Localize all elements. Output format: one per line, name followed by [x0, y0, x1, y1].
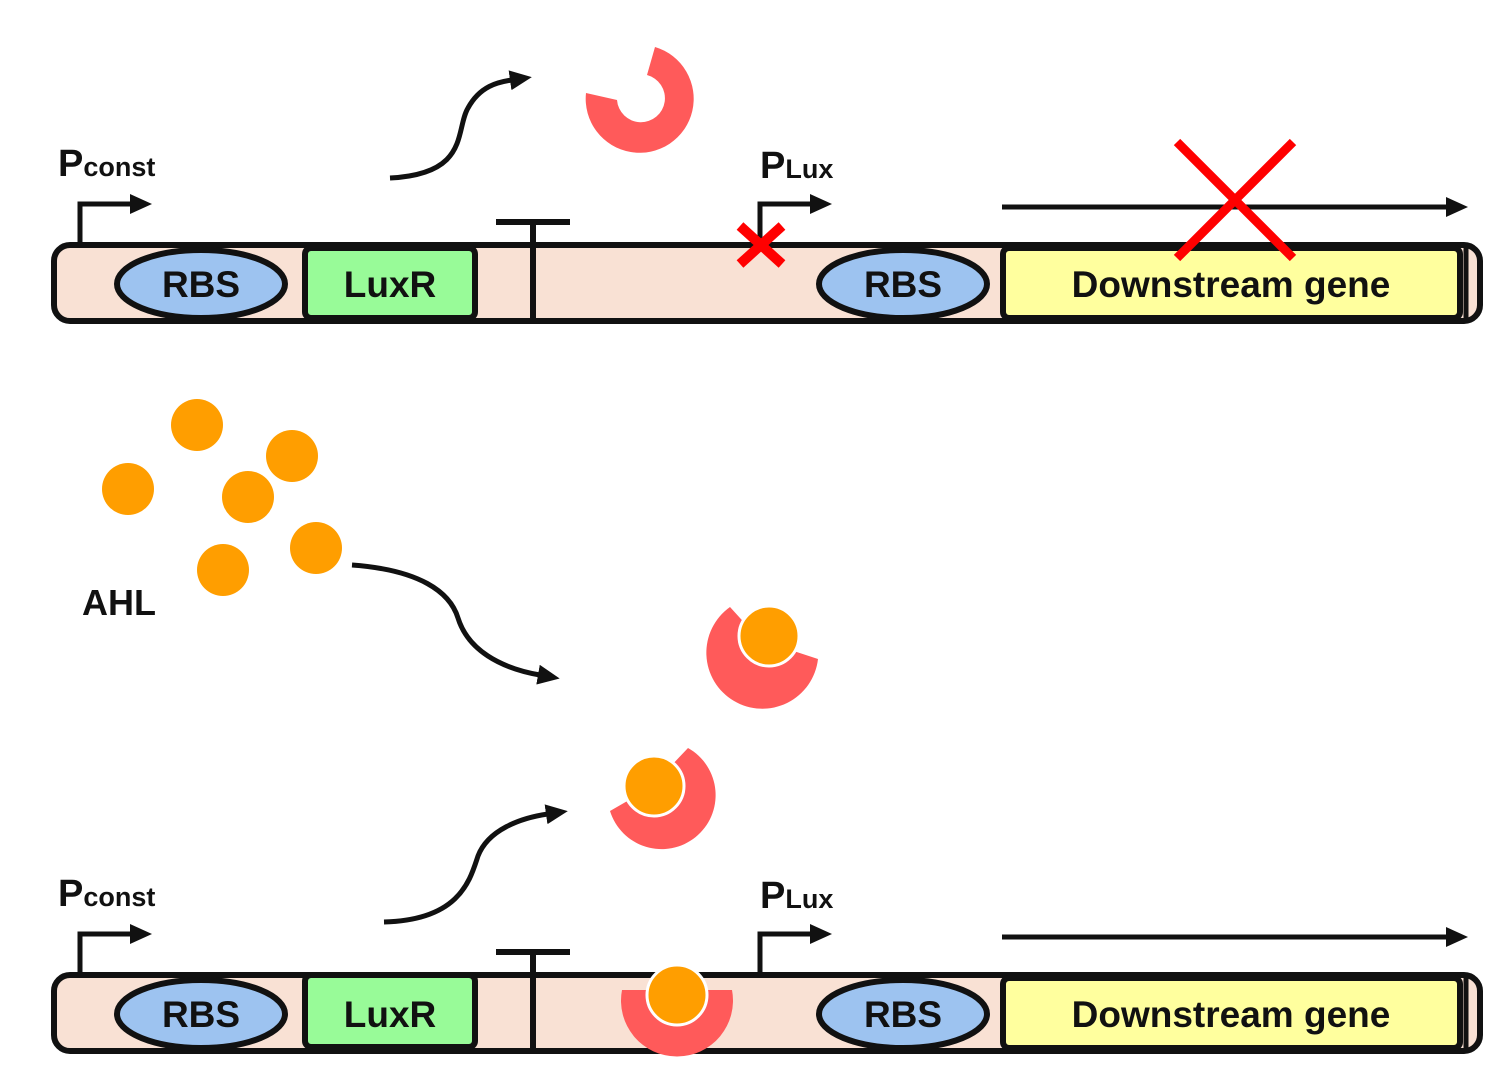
top-rbs-2-label: RBS [864, 264, 942, 305]
top-luxr-protein-icon [585, 47, 694, 153]
bottom-rbs-2-label: RBS [864, 994, 942, 1035]
top-terminator-icon [496, 219, 570, 318]
bottom-luxr-label: LuxR [344, 994, 437, 1035]
top-downstream-gene [1000, 245, 1463, 321]
luxr-ahl-complex-icon [706, 604, 818, 709]
top-transcription-block-x-icon [1173, 138, 1297, 262]
bottom-rbs-1-label: RBS [162, 994, 240, 1035]
bottom-construct: Pconst RBS LuxR PLux RBS Downstream gene [51, 748, 1483, 1057]
bottom-downstream-gene [1000, 975, 1463, 1051]
bottom-pconst-promoter-icon [77, 924, 152, 975]
bottom-expression-arrow [383, 804, 568, 925]
ahl-cluster: AHL [82, 399, 342, 623]
top-luxr-gene [302, 245, 478, 321]
bottom-rbs-2 [816, 977, 990, 1051]
bottom-pconst-label: Pconst [58, 873, 155, 915]
top-construct: Pconst RBS LuxR PLux RBS Downstream gene [51, 47, 1483, 324]
ahl-label: AHL [82, 582, 156, 623]
bottom-plux-label: PLux [760, 875, 833, 917]
top-rbs-1-label: RBS [162, 264, 240, 305]
ahl-molecule-icon [197, 544, 249, 596]
bottom-bound-complex-icon [621, 963, 733, 1057]
top-expression-arrow [389, 70, 532, 181]
top-luxr-label: LuxR [344, 264, 437, 305]
ahl-molecule-icon [290, 522, 342, 574]
top-pconst-promoter-icon [77, 194, 152, 245]
top-plux-label: PLux [760, 145, 833, 187]
ahl-molecule-icon [102, 463, 154, 515]
top-plux-promoter-icon [757, 194, 832, 245]
ahl-molecule-icon [266, 430, 318, 482]
top-downstream-label: Downstream gene [1072, 264, 1391, 305]
top-pconst-label: Pconst [58, 143, 155, 185]
top-plux-block-x-icon [736, 222, 786, 268]
ahl-molecule-icon [171, 399, 223, 451]
bottom-plux-promoter-icon [757, 924, 832, 975]
bottom-expressed-complex-icon [610, 748, 716, 850]
bottom-downstream-label: Downstream gene [1072, 994, 1391, 1035]
bottom-luxr-gene [302, 972, 478, 1050]
ahl-molecule-icon [222, 471, 274, 523]
top-rbs-2 [816, 247, 990, 321]
bottom-terminator-icon [496, 949, 570, 1048]
bottom-rbs-1 [114, 977, 288, 1051]
ahl-binding-arrow [351, 562, 560, 685]
top-rbs-1 [114, 247, 288, 321]
